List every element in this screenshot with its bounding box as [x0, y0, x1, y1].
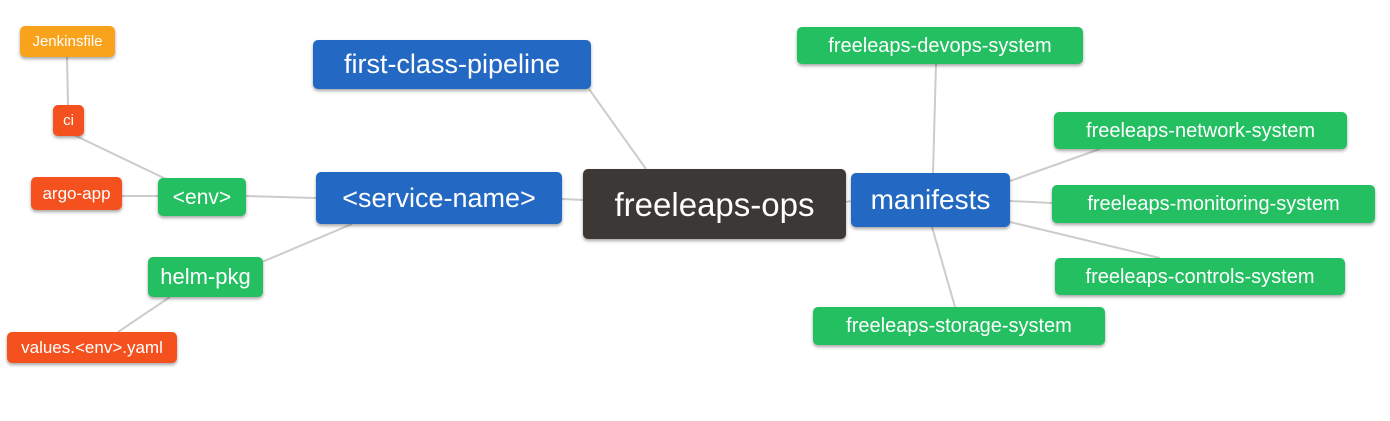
mindmap-node-ci[interactable]: ci — [53, 105, 84, 136]
mindmap-node-argo-app[interactable]: argo-app — [31, 177, 122, 210]
mindmap-node-jenkinsfile[interactable]: Jenkinsfile — [20, 26, 115, 57]
mindmap-node-manifests[interactable]: manifests — [851, 173, 1010, 227]
edge-manifests-to-storage-system — [931, 226, 956, 308]
edge-values-env-yaml-to-helm-pkg — [117, 296, 171, 333]
edge-manifests-to-network-system — [1009, 148, 1101, 182]
mindmap-node-network-system[interactable]: freeleaps-network-system — [1054, 112, 1347, 149]
mindmap-node-helm-pkg[interactable]: helm-pkg — [148, 257, 263, 297]
edge-first-class-pipeline-to-freeleaps-ops — [588, 88, 647, 170]
edge-jenkinsfile-to-ci — [66, 56, 69, 106]
mindmap-node-freeleaps-ops[interactable]: freeleaps-ops — [583, 169, 846, 239]
mindmap-node-first-class-pipeline[interactable]: first-class-pipeline — [313, 40, 591, 89]
mindmap-node-values-env-yaml[interactable]: values.<env>.yaml — [7, 332, 177, 363]
edge-service-name-to-freeleaps-ops — [561, 198, 584, 201]
edge-manifests-to-devops-system — [932, 63, 937, 174]
edge-env-to-service-name — [245, 195, 317, 199]
edge-manifests-to-monitoring-system — [1009, 200, 1053, 204]
mindmap-node-controls-system[interactable]: freeleaps-controls-system — [1055, 258, 1345, 295]
mindmap-node-env[interactable]: <env> — [158, 178, 246, 216]
edge-ci-to-env — [73, 134, 169, 181]
edge-manifests-to-controls-system — [1009, 221, 1161, 259]
mindmap-node-storage-system[interactable]: freeleaps-storage-system — [813, 307, 1105, 345]
mindmap-node-service-name[interactable]: <service-name> — [316, 172, 562, 224]
edge-helm-pkg-to-service-name — [261, 223, 353, 263]
mindmap-node-devops-system[interactable]: freeleaps-devops-system — [797, 27, 1083, 64]
mindmap-node-monitoring-system[interactable]: freeleaps-monitoring-system — [1052, 185, 1375, 223]
